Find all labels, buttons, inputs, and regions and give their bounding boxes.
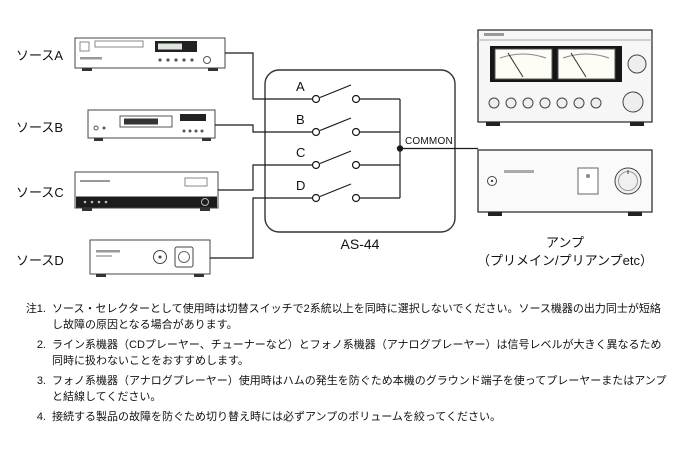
switch-a-letter: A (296, 79, 305, 94)
note-2-text: ライン系機器（CDプレーヤー、チューナーなど）とフォノ系機器（アナログプレーヤー… (52, 338, 662, 367)
note-item-3: 3. フォノ系機器（アナログプレーヤー）使用時はハムの発生を防ぐため本機のグラウ… (12, 374, 668, 406)
note-1-marker: 注1. (25, 303, 46, 315)
usage-notes: 注1. ソース・セレクターとして使用時は切替スイッチで2系統以上を同時に選択しな… (12, 302, 668, 430)
note-item-1: 注1. ソース・セレクターとして使用時は切替スイッチで2系統以上を同時に選択しな… (12, 302, 668, 334)
phono-eq-illustration (89, 239, 211, 277)
switch-lever-b (319, 117, 352, 132)
switch-d-letter: D (296, 178, 306, 193)
switch-a (311, 84, 400, 104)
wire-source-a (225, 52, 312, 100)
wire-source-d (210, 197, 312, 259)
selector-model-label: AS-44 (340, 236, 380, 252)
cd-player-illustration (74, 37, 226, 71)
selector-box (264, 69, 456, 233)
source-d-label: ソースD (16, 253, 64, 268)
common-label: COMMON (405, 136, 453, 147)
common-junction-dot (396, 145, 404, 152)
source-a-label: ソースA (16, 48, 64, 63)
preamp-main-amp-illustration (477, 29, 653, 126)
source-c-label: ソースC (16, 185, 64, 200)
amplifier-label: アンプ （プリメイン/プリアンプetc） (457, 234, 673, 269)
note-4-marker: 4. (36, 410, 46, 423)
switch-b (311, 117, 400, 137)
note-item-2: 2. ライン系機器（CDプレーヤー、チューナーなど）とフォノ系機器（アナログプレ… (12, 338, 668, 370)
switch-c-letter: C (296, 145, 306, 160)
switch-b-letter: B (296, 112, 305, 127)
switch-lever-c (319, 150, 352, 165)
switch-d (311, 183, 400, 203)
md-deck-illustration (87, 109, 216, 141)
note-3-marker: 3. (36, 374, 46, 387)
amplifier-label-line1: アンプ (545, 235, 585, 250)
wire-source-c (218, 164, 312, 191)
source-b-label: ソースB (16, 120, 64, 135)
switch-c (311, 150, 400, 170)
amplifier-label-line2: （プリメイン/プリアンプetc） (476, 252, 654, 268)
note-4-text: 接続する製品の故障を防ぐため切り替え時には必ずアンプのボリュームを絞ってください… (52, 410, 502, 423)
turntable-illustration (74, 171, 219, 211)
note-3-text: フォノ系機器（アナログプレーヤー）使用時はハムの発生を防ぐため本機のグラウンド端… (52, 374, 667, 403)
note-2-marker: 2. (36, 338, 46, 351)
switch-lever-a (319, 84, 352, 99)
wire-source-b (215, 124, 312, 133)
connection-wires (210, 52, 478, 259)
integrated-amp-illustration (477, 149, 653, 216)
note-item-4: 4. 接続する製品の故障を防ぐため切り替え時には必ずアンプのボリュームを絞ってく… (12, 410, 668, 426)
note-1-text: ソース・セレクターとして使用時は切替スイッチで2系統以上を同時に選択しないでくだ… (52, 303, 661, 331)
switch-lever-d (319, 183, 352, 198)
